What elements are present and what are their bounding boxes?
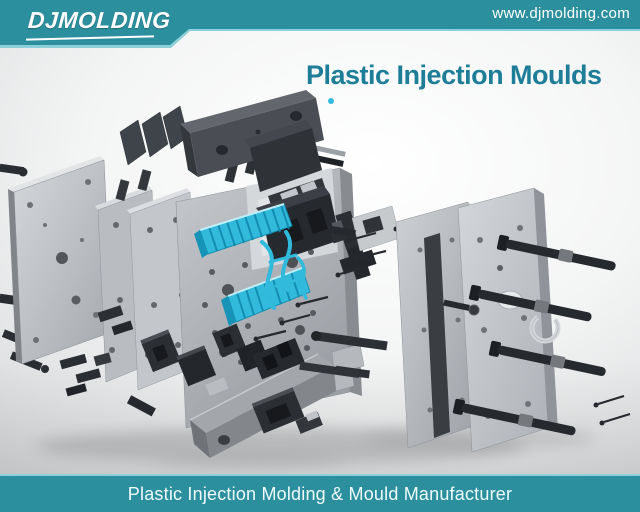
ejector-pins-cluster	[59, 305, 134, 397]
runner-system	[260, 98, 334, 310]
page-title: Plastic Injection Moulds	[306, 60, 602, 90]
spacer-plate-dark	[424, 233, 450, 438]
slider-block-top	[244, 120, 346, 214]
slide-blocks	[126, 323, 270, 417]
molded-part-upper	[194, 203, 293, 258]
slider-cluster-bottom	[251, 338, 323, 434]
footer-bar: Plastic Injection Molding & Mould Manufa…	[0, 474, 640, 512]
footer-tagline: Plastic Injection Molding & Mould Manufa…	[127, 483, 513, 504]
rear-clamp-plate	[0, 156, 113, 373]
company-logo: DJMOLDING	[27, 7, 172, 33]
website-url: www.djmolding.com	[492, 5, 630, 22]
guide-pins	[443, 234, 616, 436]
slide-wedges	[119, 105, 189, 166]
locating-ring	[529, 312, 561, 344]
